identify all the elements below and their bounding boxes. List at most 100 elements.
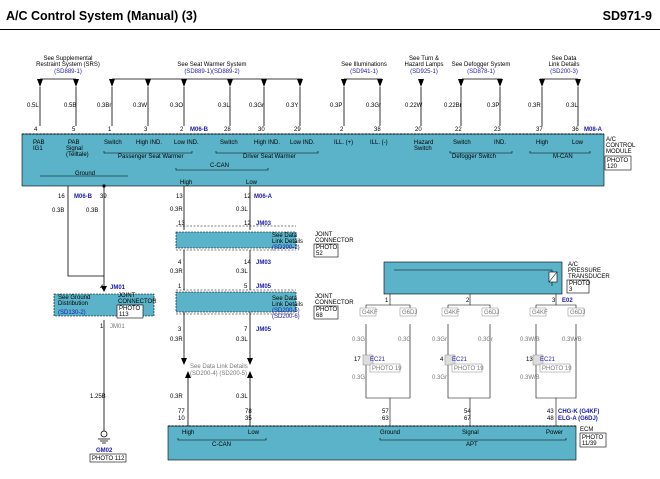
svg-text:Restraint System (SRS): Restraint System (SRS) (36, 62, 100, 68)
top-arrows (37, 79, 581, 87)
ref-seat-warmer[interactable]: See Seat Warmer System (SD889-1)(SD889-2… (177, 62, 246, 75)
joint-connector-jm05[interactable]: See Data Link Details (SD200-5) (SD200-6… (175, 291, 354, 320)
svg-text:5: 5 (72, 127, 76, 133)
svg-text:High IND.: High IND. (254, 140, 280, 146)
svg-text:0.3Gr: 0.3Gr (366, 103, 381, 109)
ref-illuminations[interactable]: See Illuminations (SD941-1) (341, 62, 387, 75)
svg-text:(SD941-1): (SD941-1) (350, 69, 378, 75)
svg-text:2: 2 (180, 127, 184, 133)
svg-text:See Illuminations: See Illuminations (341, 62, 387, 68)
svg-text:G4KF: G4KF (362, 310, 378, 316)
svg-text:12: 12 (244, 194, 251, 200)
svg-text:See Data: See Data (272, 296, 298, 302)
joint-connector-jm01[interactable]: See Ground Distribution (SD130-2) JOINT … (53, 285, 157, 330)
svg-text:10: 10 (178, 416, 185, 422)
svg-text:JM05: JM05 (256, 284, 272, 290)
svg-text:3: 3 (552, 298, 556, 304)
svg-text:(Telltale): (Telltale) (66, 152, 89, 158)
svg-text:MODULE: MODULE (606, 149, 632, 155)
page-title: A/C Control System (Manual) (3) (6, 9, 197, 23)
svg-text:0.3L: 0.3L (236, 207, 248, 213)
svg-text:52: 52 (316, 251, 323, 257)
svg-text:Driver Seat Warmer: Driver Seat Warmer (243, 154, 296, 160)
svg-text:37: 37 (536, 127, 543, 133)
joint-connector-jm03[interactable]: See Data Link Details (SD200-2) JOINT CO… (175, 231, 354, 258)
svg-text:113: 113 (119, 312, 129, 318)
diagram-code: SD971-9 (602, 9, 652, 23)
svg-text:High: High (180, 180, 192, 186)
svg-text:0.3P: 0.3P (330, 103, 342, 109)
ecm-module[interactable]: High Low Ground Signal Power C-CAN APT (167, 425, 577, 461)
svg-text:1: 1 (385, 298, 389, 304)
svg-text:0.3R: 0.3R (528, 103, 541, 109)
svg-text:Low IND.: Low IND. (174, 140, 199, 146)
mid-wires (67, 186, 251, 426)
svg-text:PAB: PAB (68, 140, 80, 146)
svg-text:(SD878-1): (SD878-1) (467, 69, 495, 75)
svg-text:4: 4 (440, 357, 444, 363)
svg-text:See Data Link Details: See Data Link Details (190, 364, 248, 370)
svg-text:High IND.: High IND. (136, 140, 162, 146)
svg-text:See Turn &: See Turn & (409, 56, 439, 62)
svg-text:13: 13 (176, 194, 183, 200)
svg-text:67: 67 (464, 416, 471, 422)
svg-text:1: 1 (178, 284, 182, 290)
pressure-transducer[interactable]: A/C PRESSURE TRANSDUCER PHOTO 3 1 2 3 E0… (383, 261, 610, 304)
svg-text:0.22W: 0.22W (405, 103, 423, 109)
svg-text:3: 3 (144, 127, 148, 133)
ac-control-module[interactable]: PAB IG1 PAB Signal (Telltale) Switch Hig… (21, 133, 605, 187)
svg-text:Distribution: Distribution (58, 301, 88, 307)
svg-text:39: 39 (100, 194, 107, 200)
svg-text:0.3L: 0.3L (236, 394, 248, 400)
svg-text:0.3L: 0.3L (566, 103, 578, 109)
svg-text:EC21: EC21 (370, 357, 386, 363)
svg-text:PAB: PAB (33, 140, 45, 146)
svg-text:CHG-K (G4KF): CHG-K (G4KF) (558, 409, 599, 415)
svg-text:0.5B: 0.5B (64, 103, 76, 109)
ecm-pin-labels: 77 10 78 35 57 63 54 67 43 48 CHG-K (G4K… (170, 394, 599, 422)
svg-text:JM05: JM05 (256, 327, 272, 333)
svg-text:3: 3 (178, 327, 182, 333)
svg-text:CONNECTOR: CONNECTOR (315, 300, 354, 306)
svg-text:38: 38 (374, 127, 381, 133)
ground-gm02[interactable]: 1.25B GM02 PHOTO 112 (89, 394, 127, 463)
svg-text:16: 16 (58, 194, 65, 200)
ref-turn-hazard[interactable]: See Turn & Hazard Lamps (SD925-1) (404, 56, 443, 75)
ref-data-link[interactable]: See Data Link Details (SD200-3) (548, 56, 579, 75)
svg-text:ECM: ECM (580, 427, 593, 433)
ec21-connectors[interactable]: EC21 PHOTO 19 EC21 PHOTO 19 EC21 PHOTO 1… (362, 354, 572, 373)
svg-text:Low: Low (248, 430, 260, 436)
svg-text:3: 3 (569, 287, 573, 293)
transducer-wires (365, 294, 577, 426)
svg-text:JOINT: JOINT (315, 232, 333, 238)
svg-text:0.3B: 0.3B (86, 208, 98, 214)
svg-text:Switch: Switch (104, 140, 122, 146)
ref-defogger[interactable]: See Defogger System (SD878-1) (452, 62, 511, 75)
svg-text:4: 4 (100, 285, 104, 291)
svg-text:0.3G: 0.3G (352, 375, 365, 381)
svg-text:Low: Low (246, 180, 258, 186)
svg-text:0.3Gr: 0.3Gr (432, 337, 447, 343)
svg-text:M06-A: M06-A (254, 194, 273, 200)
svg-text:A/C: A/C (568, 262, 579, 268)
svg-text:JOINT: JOINT (315, 294, 333, 300)
svg-text:PRESSURE: PRESSURE (568, 268, 601, 274)
svg-text:(SD200-3): (SD200-3) (550, 69, 578, 75)
svg-text:0.3Gr: 0.3Gr (478, 337, 493, 343)
svg-text:120: 120 (607, 164, 618, 170)
svg-text:Switch: Switch (220, 140, 238, 146)
svg-text:0.3W/B: 0.3W/B (562, 337, 582, 343)
svg-text:(SD889-1): (SD889-1) (54, 69, 82, 75)
svg-text:14: 14 (244, 260, 251, 266)
svg-text:PHOTO 19: PHOTO 19 (454, 366, 484, 372)
svg-text:0.22Br: 0.22Br (444, 103, 462, 109)
svg-text:G4KF: G4KF (532, 310, 548, 316)
svg-text:Hazard Lamps: Hazard Lamps (404, 62, 443, 68)
svg-text:CONNECTOR: CONNECTOR (118, 299, 157, 305)
svg-text:0.3R: 0.3R (170, 337, 183, 343)
ref-srs[interactable]: See Supplemental Restraint System (SRS) … (36, 56, 100, 75)
svg-text:See Data: See Data (551, 56, 577, 62)
svg-text:PHOTO 19: PHOTO 19 (542, 366, 572, 372)
dld-bottom-ref[interactable]: See Data Link Details (SD200-4) (SD200-5… (190, 364, 248, 377)
svg-text:(SD200-2): (SD200-2) (272, 245, 300, 251)
